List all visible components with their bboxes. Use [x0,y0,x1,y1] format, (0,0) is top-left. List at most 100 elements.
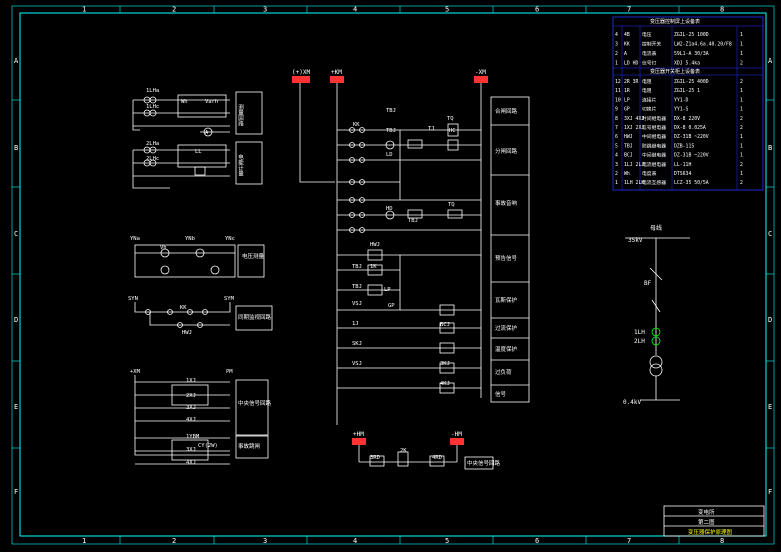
table1-row-0-code: 4B [624,32,630,38]
table2-row-10-n: 2 [615,171,618,177]
4kj-label: 4KJ [440,381,450,387]
table1-row-2-name: 电流表 [642,50,657,57]
table2-row-1-q: 1 [740,88,743,94]
2xj-label: 2XJ [186,393,196,399]
ync-label: YNc [225,236,235,242]
syn-right-label: SYM [224,296,235,302]
table2-row-6-name: 中间继电器 [642,133,666,140]
table2-row-8-n: 4 [615,153,618,159]
table2-row-10-code: Wh [624,171,630,177]
cxm-terminal-label: (+)XM [292,69,310,76]
tbj2-label: TBJ [386,128,396,134]
table2-row-6-model: DZ-31B ~220V [674,134,709,140]
protect-box-text: 事故跳闸 [238,442,260,450]
fn-box-4: 预告信号 [495,254,518,262]
1j-label: 1J [352,321,359,327]
row-label-d: D [14,316,18,324]
table2-row-7-q: 1 [740,143,743,149]
row-label-d-right: D [768,316,772,324]
table2-row-3-q: 1 [740,107,743,113]
1xj-label: 1XJ [186,378,196,384]
col-label-3: 3 [263,6,267,14]
table2-row-11-name: 电流互感器 [642,179,666,186]
ct-1lhc-label: 1LHc [146,104,159,110]
table2-row-5-n: 7 [615,125,618,131]
table2-row-5-name: 信号继电器 [642,124,666,131]
table2-row-7-n: 5 [615,143,618,149]
tbj3-label: TBJ [408,218,418,224]
sync-box-text: 同期监视回路 [238,313,272,321]
3kj-label: 3KJ [440,361,450,367]
fn-box-3: 事故音响 [495,199,518,207]
table2-row-2-code: LP [624,97,630,103]
table1-row-1-n: 3 [615,42,618,48]
table2-row-3-code: GP [624,107,630,113]
vh-label: Vh [160,245,167,251]
table1-row-2-n: 2 [615,51,618,57]
row-ruler [12,99,774,449]
vsj2-label: VSJ [352,361,362,367]
col-label-6-bottom: 6 [535,537,539,545]
table1-row-3-model: XDJ 5.4ka [674,61,700,67]
table1-row-0-model: ZGIL-25 100D [674,32,709,38]
fn-box-8: 过负荷 [495,368,512,376]
col-label-7: 7 [627,6,631,14]
table1-row-0-name: 电压 [642,31,652,38]
table1-row-3-name: 信号灯 [642,60,657,67]
table2-row-2-name: 连接片 [642,96,657,103]
col-label-4-bottom: 4 [353,537,357,545]
table1-row-1-q: 1 [740,42,743,48]
table2-row-10-model: DTS634 [674,171,691,177]
measure-box-text: 测量回路 [237,103,244,128]
table2-row-8-code: BCJ [624,153,633,159]
3rd-label: 3RD [370,455,380,461]
3xj-bottom-label: 3XJ [186,447,196,453]
yna-label: YNa [130,236,140,242]
hwj-label: HWJ [370,242,380,248]
col-label-4: 4 [353,6,357,14]
col-label-2: 2 [172,6,176,14]
table1-row-0-q: 1 [740,32,743,38]
syn-left-label: SYN [128,296,138,302]
table2-row-9-q: 2 [740,162,743,168]
table2-row-4-code: 3XJ 4XJ [624,116,644,122]
table2-row-1-model: ZGIL-25 1 [674,88,700,94]
ll-relay-label: LL [195,149,202,155]
voltage-box-text: 电压测量 [242,252,265,260]
table2-row-9-code: 1LJ 2LJ [624,162,644,168]
fn-box-6: 过流保护 [495,324,518,332]
row-label-b-right: B [768,144,772,152]
col-label-8: 8 [720,6,724,14]
measurement-circuit [132,91,263,189]
xm-plus-label: +XM [130,369,141,375]
outer-frame [19,12,767,537]
table1-row-0-n: 4 [615,32,618,38]
fn-box-2: 分闸回路 [495,147,518,155]
table2-row-3-model: YY1-S [674,107,689,113]
row-label-b: B [14,144,18,152]
table2-row-11-q: 2 [740,180,743,186]
table2-row-9-name: 电流继电器 [642,161,666,168]
tbj-label: TBJ [386,108,396,114]
row-label-e-right: E [768,403,772,411]
kk-label: KK [353,122,360,128]
table1-row-3-q: 2 [740,61,743,67]
bf-label: BF [644,280,652,287]
table2-row-3-n: 9 [615,107,618,113]
fn-box-7: 温度保护 [495,345,518,353]
row-label-a: A [14,57,19,65]
table1-row-2-code: A [624,51,627,57]
3xj-label: 3XJ [186,405,196,411]
single-line-diagram [625,237,690,401]
1lh-label: 1LH [634,329,645,336]
voltage-circuit [134,244,265,278]
table2-row-11-n: 1 [615,180,618,186]
table2-row-10-name: 电度表 [642,170,657,177]
table2-row-4-n: 8 [615,116,618,122]
tj-label: TJ [428,126,435,132]
table2-row-4-model: DX-8 220V [674,116,700,122]
table1-row-3-code: LD HD [624,61,639,67]
tq2-label: TQ [448,202,455,208]
table1-row-1-code: KK [624,42,630,48]
